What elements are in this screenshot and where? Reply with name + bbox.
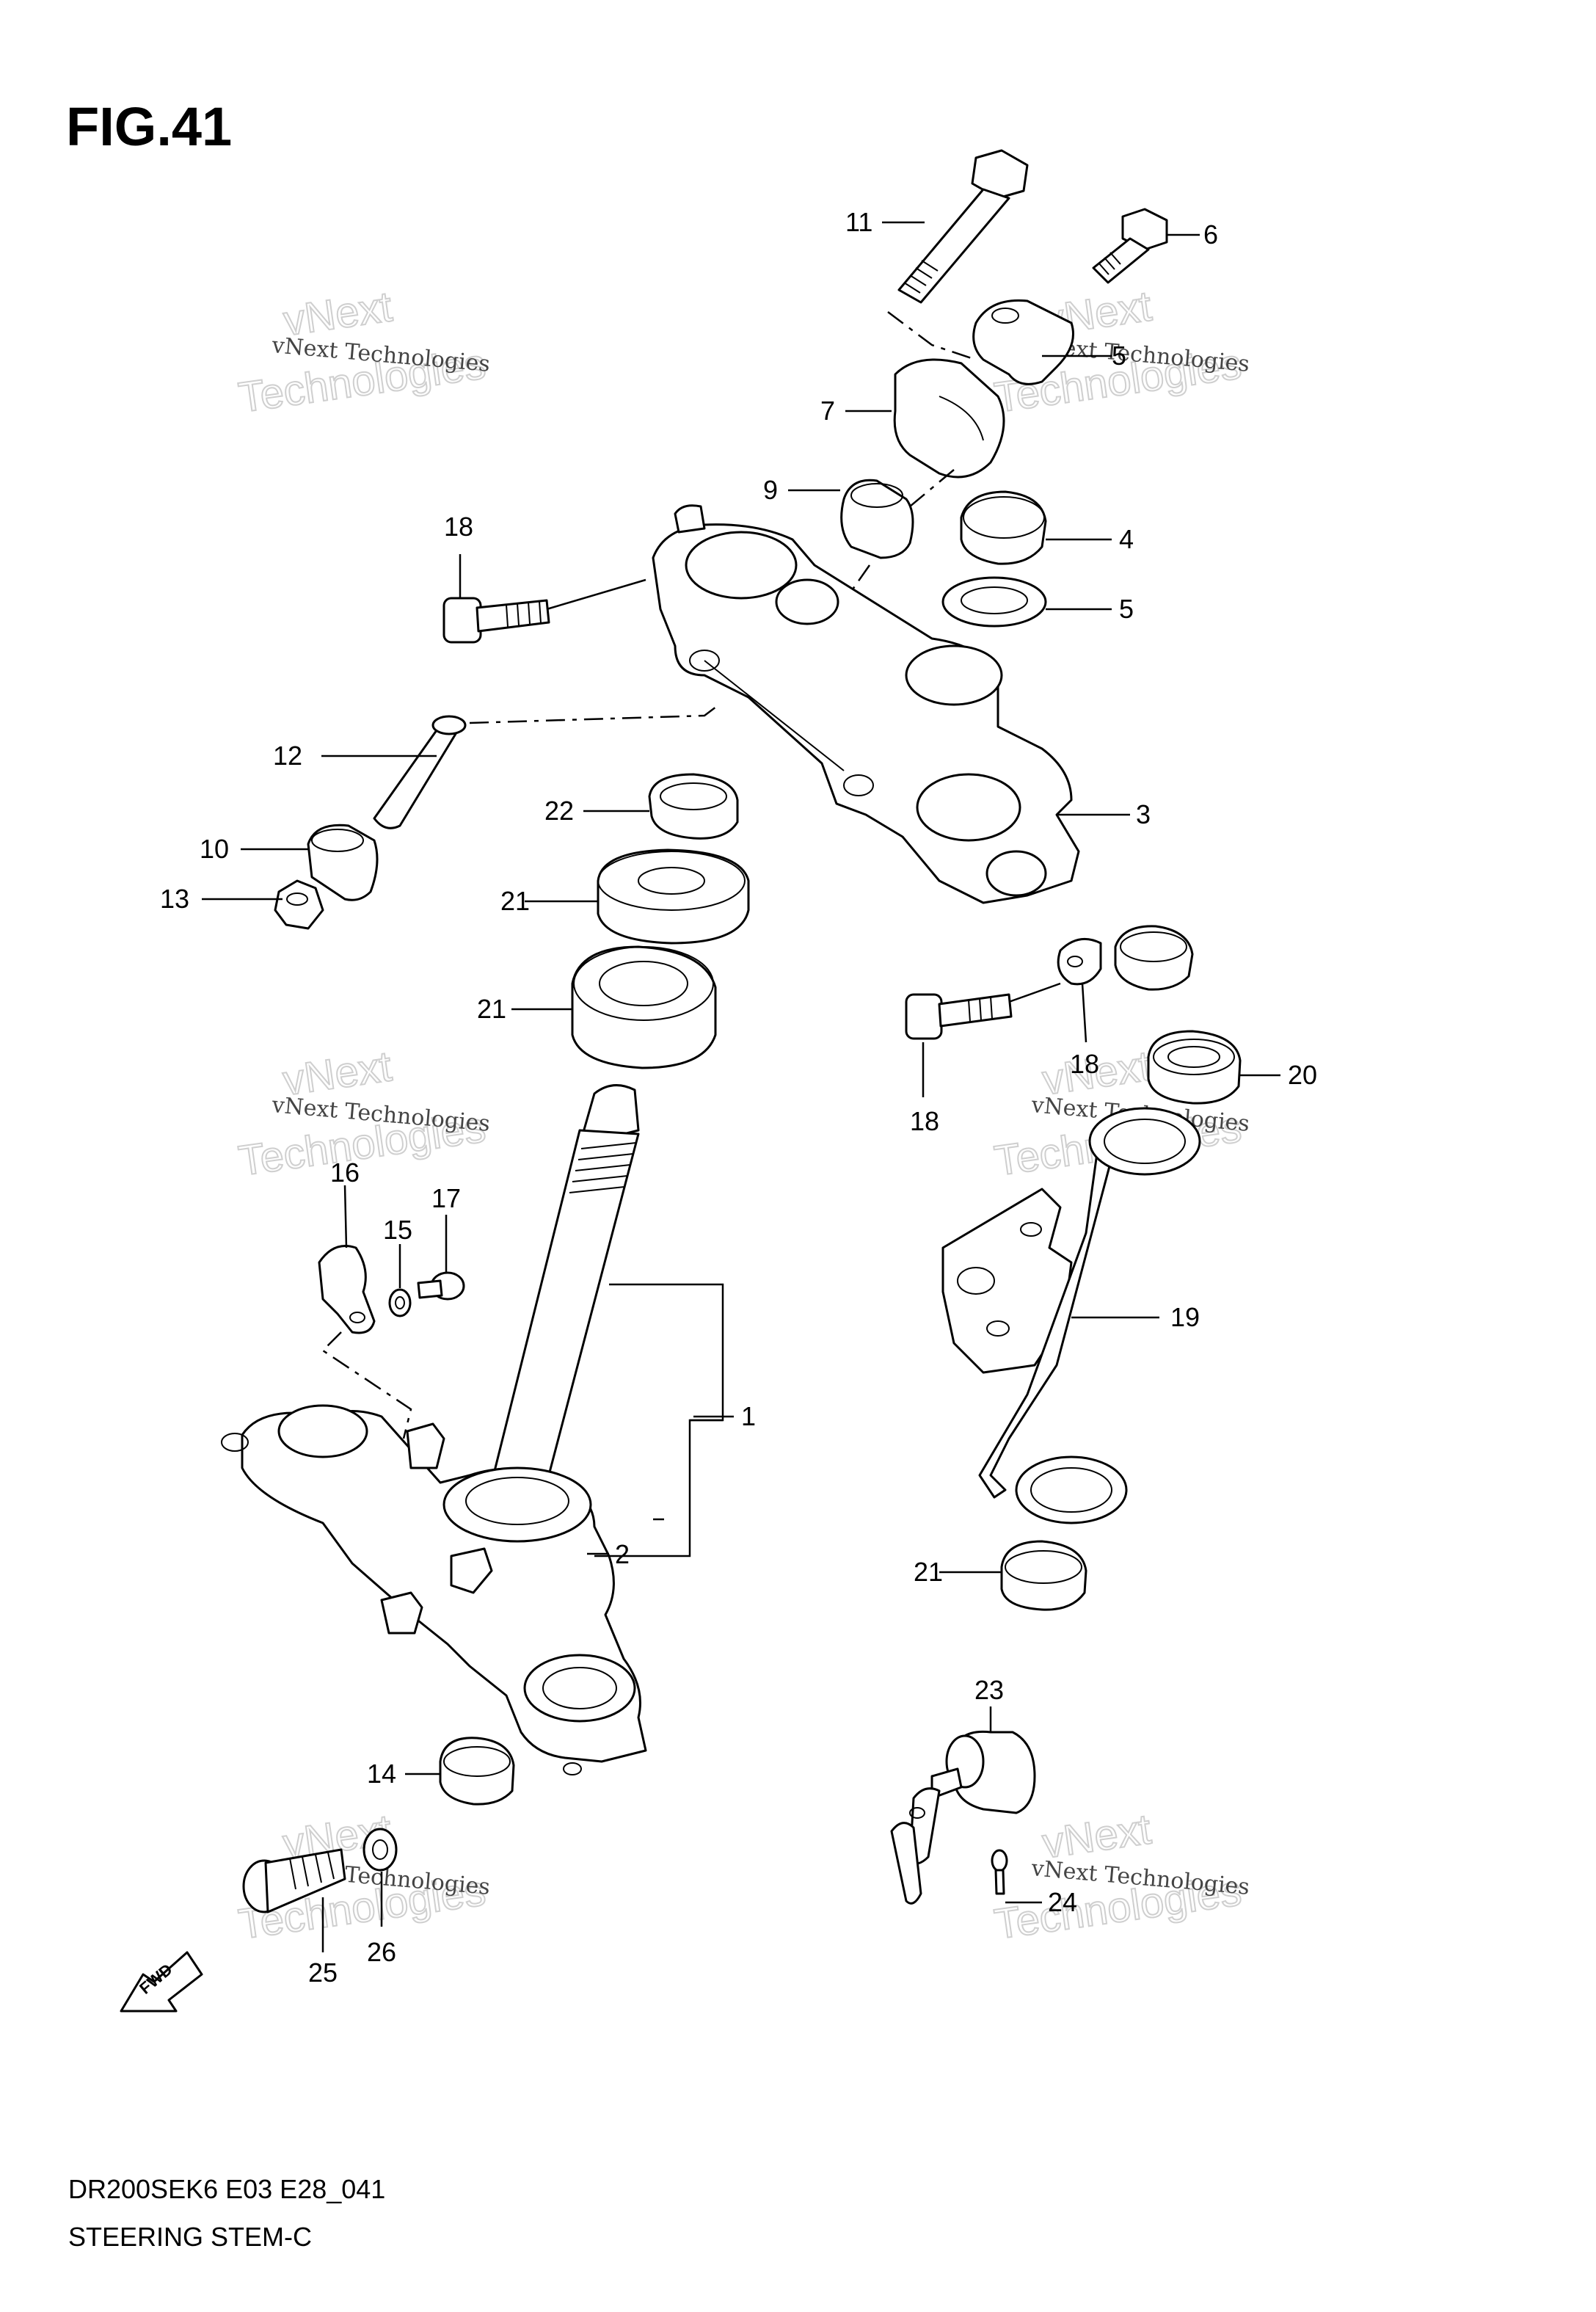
part-9-cushion xyxy=(840,479,914,559)
part-15-washer xyxy=(388,1288,412,1317)
assembly-line xyxy=(1008,982,1061,1003)
part-19-guide xyxy=(1057,937,1102,986)
callout-23: 21 xyxy=(500,886,530,916)
assembly-line xyxy=(469,704,720,724)
callout-11: 11 xyxy=(845,207,872,237)
part-20-bracket xyxy=(941,1107,1201,1524)
callout-22: 21 xyxy=(477,994,506,1024)
callout-7: 7 xyxy=(820,396,835,426)
callout-1: 1 xyxy=(741,1401,756,1431)
part-24-nut xyxy=(648,773,739,840)
part-25-ignition-switch xyxy=(890,1730,1036,1905)
callout-27: 25 xyxy=(308,1957,338,1988)
callout-18: 18 xyxy=(444,512,473,542)
part-26-screw xyxy=(991,1849,1008,1895)
callout-14: 14 xyxy=(367,1759,396,1789)
callout-18b: 18 xyxy=(910,1106,939,1136)
callout-13: 13 xyxy=(160,884,189,914)
callout-28: 26 xyxy=(367,1937,396,1967)
part-10-cushion xyxy=(307,824,379,901)
assembly-line xyxy=(842,564,871,603)
callout-26: 24 xyxy=(1048,1887,1077,1917)
part-16-clamp xyxy=(318,1245,376,1334)
part-11-bolt xyxy=(897,149,1029,304)
assembly-line xyxy=(321,1331,412,1439)
callout-6: 5 xyxy=(1112,341,1126,371)
callout-2: 2 xyxy=(615,1539,630,1569)
part-28-washer xyxy=(362,1828,398,1872)
part-18-bolt xyxy=(905,993,1013,1040)
part-6-handlebar-holder xyxy=(972,299,1074,385)
part-1-steering-stem xyxy=(221,1084,647,1775)
figure-title: FIG.41 xyxy=(66,96,232,157)
part-8-bolt xyxy=(1092,208,1168,284)
callout-24: 22 xyxy=(544,796,574,826)
part-7-handlebar-holder xyxy=(893,358,1005,479)
part-21-grommet xyxy=(1000,1540,1087,1611)
part-21-grommet xyxy=(1147,1030,1242,1105)
figure-name: STEERING STEM-C xyxy=(68,2222,312,2252)
callout-3: 3 xyxy=(1136,799,1151,829)
callout-15: 15 xyxy=(383,1215,412,1245)
callout-21b: 21 xyxy=(914,1557,943,1587)
part-23-cover xyxy=(597,848,750,945)
callout-9: 9 xyxy=(763,475,778,505)
part-22-bearing xyxy=(571,945,717,1069)
part-17-screw xyxy=(417,1271,465,1301)
callout-25: 23 xyxy=(974,1675,1004,1705)
leader-lines xyxy=(202,221,1280,1952)
callout-4: 4 xyxy=(1119,524,1134,554)
callout-12: 12 xyxy=(273,741,302,771)
callouts: 11 6 5 7 9 4 5 3 18 12 10 13 22 21 21 18… xyxy=(160,207,1317,1988)
part-grommet xyxy=(1114,925,1194,991)
part-18-bolt xyxy=(442,597,550,644)
fwd-arrow-icon: FWD xyxy=(120,1951,203,2013)
part-3-steering-stem-upper-bracket xyxy=(652,504,1080,904)
watermark: vNext Technologies vNext Technologies vN… xyxy=(235,281,1250,1949)
callout-8: 6 xyxy=(1203,219,1218,250)
part-13-nut xyxy=(274,879,324,930)
callout-10: 10 xyxy=(200,834,229,864)
callout-21: 20 xyxy=(1288,1060,1317,1090)
callout-5: 5 xyxy=(1119,594,1134,624)
callout-17: 17 xyxy=(431,1183,461,1213)
part-5-washer xyxy=(941,576,1047,628)
part-27-stopper xyxy=(242,1848,346,1913)
part-12-rod xyxy=(373,715,467,829)
figure-code: DR200SEK6 E03 E28_041 xyxy=(68,2174,385,2204)
part-4-cap xyxy=(960,490,1047,565)
callout-16: 16 xyxy=(330,1157,360,1188)
assembly-line xyxy=(909,469,955,507)
callout-19: 18 xyxy=(1070,1049,1099,1079)
part-14-grommet xyxy=(439,1737,515,1806)
assembly-line xyxy=(546,578,646,611)
callout-20: 19 xyxy=(1170,1302,1200,1332)
assembly-line xyxy=(887,311,977,361)
